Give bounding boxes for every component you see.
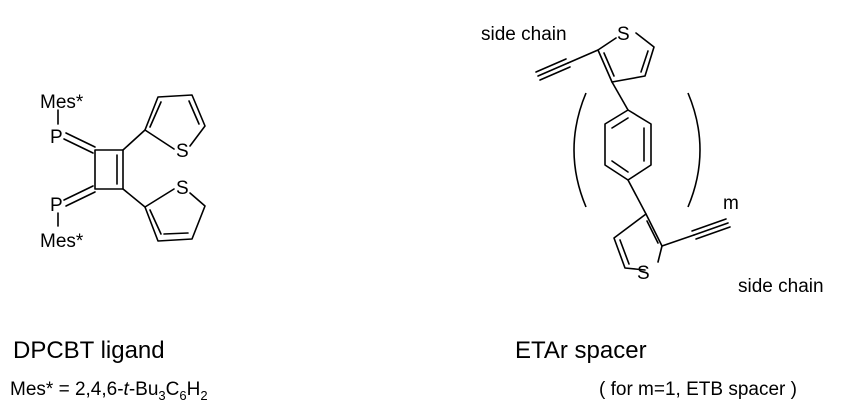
bond-p-c-bottom-2 (65, 191, 96, 207)
sulfur-bottom-label: S (176, 178, 189, 199)
dpcbt-structure: Mes* P P Mes* S S (40, 92, 206, 252)
sulfur-top-label: S (617, 24, 630, 45)
bond-ring-thiophene-top (122, 129, 146, 151)
dpcbt-caption: DPCBT ligand (13, 337, 165, 364)
bond-p-c-top-2 (65, 132, 96, 148)
mes-star-bottom-label: Mes* (40, 231, 84, 252)
sulfur-top-label: S (176, 141, 189, 162)
alkyne-top-triple-1 (535, 58, 567, 73)
repeat-index-label: m (723, 193, 739, 214)
phenylene-double-2 (611, 160, 629, 173)
bond-p-c-bottom-1 (63, 185, 94, 201)
thiophene-bottom-ring (144, 188, 206, 242)
phosphorus-bottom-label: P (50, 195, 63, 216)
phenylene-double-3 (611, 117, 629, 129)
thiophene-bottom-double-1 (149, 209, 162, 235)
thiophene-bottom-double-2 (163, 232, 189, 235)
thiophene-top-double-1 (149, 101, 162, 128)
etar-caption: ETAr spacer (515, 337, 647, 364)
repeat-bracket-left (573, 92, 587, 208)
mes-star-top-label: Mes* (40, 92, 84, 113)
sulfur-bottom-label: S (637, 263, 650, 284)
thiophene-top-double-2 (603, 52, 615, 77)
bond-ring-thiophene-bottom (122, 188, 146, 208)
alkyne-bottom-triple-3 (695, 226, 731, 240)
alkyne-bottom-triple-2 (693, 222, 729, 236)
bond-alkyne-bottom-single (661, 234, 695, 247)
side-chain-bottom-label: side chain (738, 276, 824, 297)
alkyne-top-triple-3 (539, 66, 571, 81)
thiophene-bottom-double-1 (619, 239, 630, 265)
thiophene-top-double-2 (188, 100, 200, 125)
etb-note: ( for m=1, ETB spacer ) (599, 379, 797, 400)
bond-alkyne-top-single (567, 49, 599, 64)
side-chain-top-label: side chain (481, 24, 567, 45)
mes-definition-note: Mes* = 2,4,6-t-Bu3C6H2 (10, 379, 208, 403)
cyclobutene-ring (94, 149, 124, 190)
bond-phenylene-thiophene-bottom (627, 179, 647, 215)
thiophene-top-double-1 (640, 50, 649, 73)
bond-thiophene-phenylene-top (611, 81, 629, 111)
thiophene-bottom-double-2 (646, 220, 659, 244)
repeat-bracket-right (687, 92, 701, 208)
bond-p-c-top-1 (63, 138, 94, 154)
etar-structure: S S side chain side chain m (481, 24, 824, 297)
phosphorus-top-label: P (50, 127, 63, 148)
thiophene-bottom-ring (613, 213, 663, 271)
thiophene-top-ring (597, 32, 655, 83)
alkyne-top-triple-2 (537, 62, 569, 77)
thiophene-top-ring (144, 94, 206, 150)
alkyne-bottom-triple-1 (691, 218, 727, 232)
